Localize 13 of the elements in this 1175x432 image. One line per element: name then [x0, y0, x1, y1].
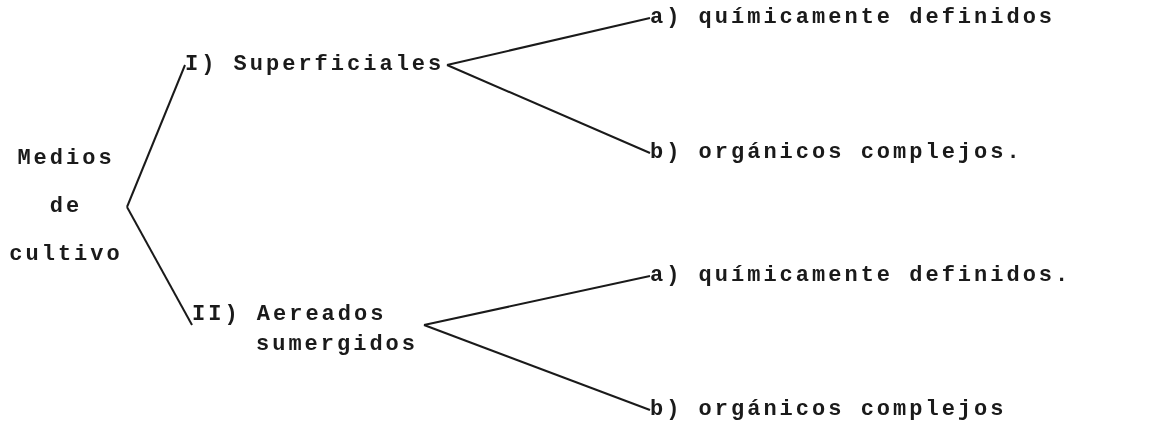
branch-label: Medios de cultivo	[9, 146, 123, 267]
branch-label: II) Aereados sumergidos	[192, 302, 419, 357]
branch-line	[423, 275, 651, 326]
branch-label: b) orgánicos complejos.	[650, 140, 1023, 165]
branch-label: b) orgánicos complejos	[650, 397, 1007, 422]
branch-label: a) químicamente definidos.	[650, 263, 1072, 288]
branch-line	[446, 64, 651, 154]
branch-label: I) Superficiales	[185, 52, 445, 77]
branch-line	[126, 64, 186, 208]
branch-line	[126, 206, 193, 326]
branch-label: a) químicamente definidos	[650, 5, 1056, 30]
branch-line	[446, 17, 651, 66]
branch-line	[423, 324, 651, 411]
